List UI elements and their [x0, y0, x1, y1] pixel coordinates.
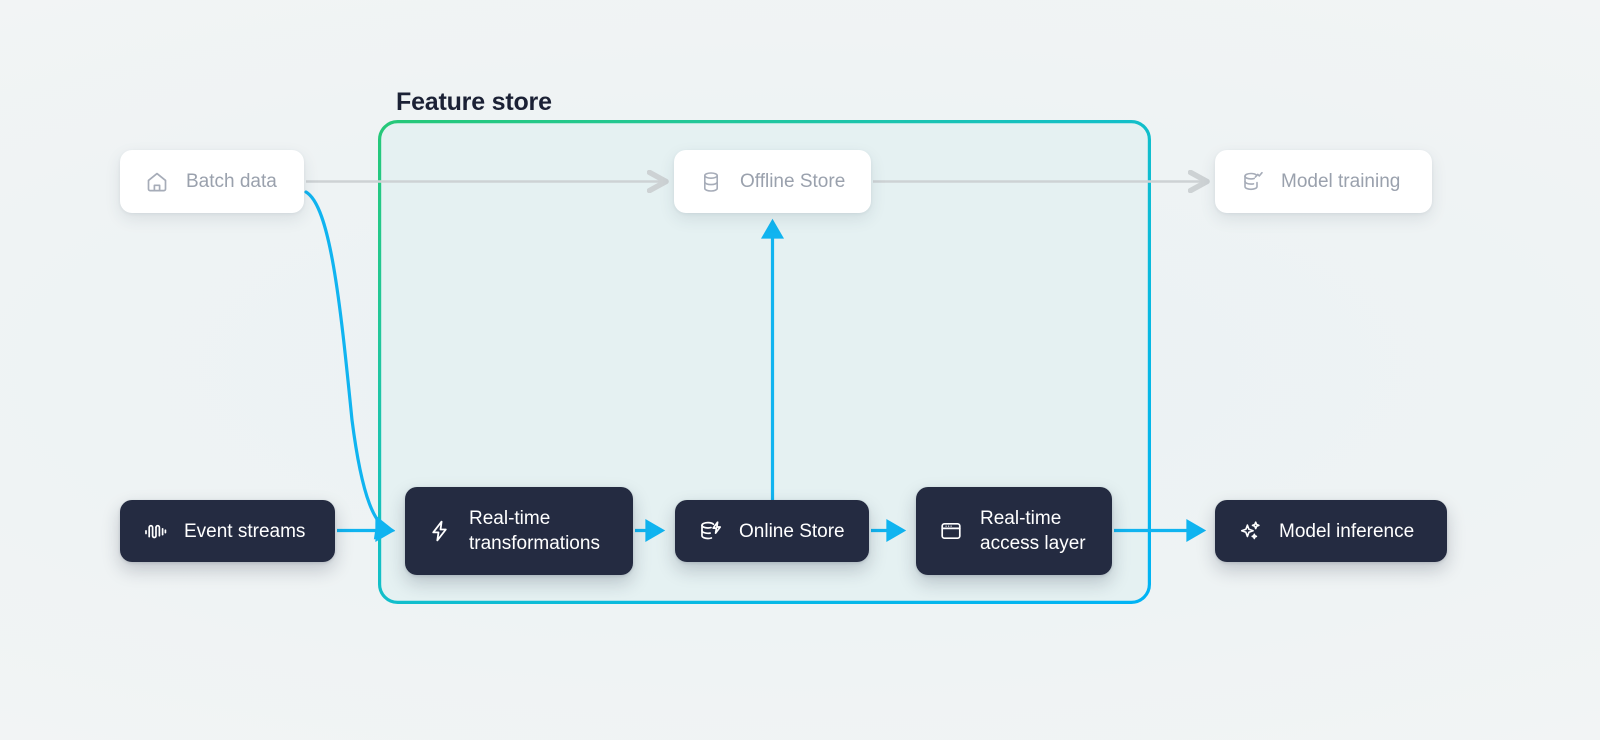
feature-store-title: Feature store: [396, 88, 552, 116]
node-event-streams[interactable]: Event streams: [120, 500, 335, 562]
node-model-training[interactable]: Model training: [1215, 150, 1432, 213]
node-label: Model inference: [1279, 520, 1415, 542]
node-label: Batch data: [186, 170, 277, 192]
sparkles-icon: [1237, 518, 1263, 544]
browser-window-icon: [938, 518, 964, 544]
node-batch-data[interactable]: Batch data: [120, 150, 304, 213]
node-offline-store[interactable]: Offline Store: [674, 150, 871, 213]
database-chart-icon: [1239, 169, 1265, 195]
database-icon: [698, 169, 724, 195]
node-label: Real-time transformations: [469, 508, 600, 554]
node-label: Offline Store: [740, 170, 846, 192]
node-online-store[interactable]: Online Store: [675, 500, 869, 562]
node-model-inference[interactable]: Model inference: [1215, 500, 1447, 562]
waveform-icon: [142, 518, 168, 544]
node-realtime-transformations[interactable]: Real-time transformations: [405, 487, 633, 575]
node-label: Model training: [1281, 170, 1401, 192]
database-bolt-icon: [697, 518, 723, 544]
lightning-icon: [427, 518, 453, 544]
node-realtime-access-layer[interactable]: Real-time access layer: [916, 487, 1112, 575]
node-label: Online Store: [739, 520, 845, 542]
node-label: Real-time access layer: [980, 508, 1086, 554]
node-label: Event streams: [184, 520, 306, 542]
home-icon: [144, 169, 170, 195]
